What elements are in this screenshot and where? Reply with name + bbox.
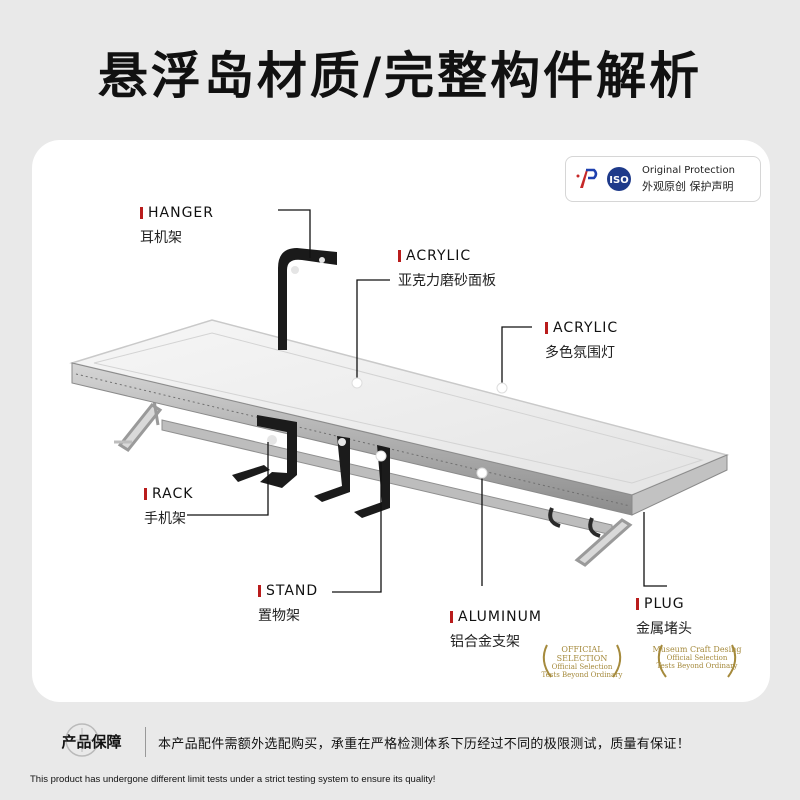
label-stand: STAND 置物架 — [258, 583, 319, 624]
label-plug: PLUG 金属堵头 — [636, 596, 692, 637]
page-title: 悬浮岛材质/完整构件解析 — [97, 47, 703, 105]
award-subtitle: Tests Beyond Ordinary — [541, 671, 623, 679]
ornament-icon — [65, 723, 99, 757]
iso-logo-icon: ISO — [607, 167, 631, 191]
label-acrylic-panel: ACRYLIC 亚克力磨砂面板 — [398, 248, 496, 289]
label-aluminum: ALUMINUM 铝合金支架 — [450, 609, 542, 650]
award-subtitle: Tests Beyond Ordinary — [656, 662, 738, 670]
iso-text: ISO — [609, 175, 628, 186]
label-hanger: HANGER 耳机架 — [140, 205, 214, 246]
headphone-hanger — [278, 248, 337, 350]
right-bracket — [548, 507, 633, 567]
guarantee-label: 产品保障 — [38, 727, 146, 757]
award-badge-2: Museum Craft Desing Official Selection T… — [652, 644, 742, 678]
shelf-illustration — [69, 209, 730, 593]
laurel-icon — [542, 644, 622, 678]
label-rack: RACK 手机架 — [144, 486, 194, 527]
acrylic-panel — [69, 319, 730, 496]
product-card: OFFICIAL SELECTION Official Selection Te… — [32, 140, 770, 702]
guarantee-band: 产品保障 本产品配件需额外选配购买，承重在严格检测体系下历经过不同的极限测试，质… — [32, 716, 770, 768]
award-title: Museum Craft Desing — [652, 645, 742, 654]
footnote: This product has undergone different lim… — [30, 774, 436, 785]
leader-lines — [187, 209, 667, 593]
award-title: OFFICIAL SELECTION — [556, 645, 608, 663]
laurel-icon — [657, 644, 737, 678]
badge-line-en: Original Protection — [642, 164, 735, 176]
phone-rack — [232, 415, 297, 488]
label-acrylic-light: ACRYLIC 多色氛围灯 — [545, 320, 619, 361]
badge-line-zh: 外观原创 保护声明 — [642, 179, 734, 193]
left-bracket — [114, 399, 163, 452]
award-subtitle: Official Selection — [551, 663, 613, 671]
guarantee-text: 本产品配件需额外选配购买，承重在严格检测体系下历经过不同的极限测试，质量有保证！ — [158, 736, 691, 752]
award-badge-1: OFFICIAL SELECTION Official Selection Te… — [537, 644, 627, 679]
patent-logo-icon — [576, 168, 598, 188]
award-subtitle: Official Selection — [666, 654, 728, 662]
original-protection-badge: ISO Original Protection 外观原创 保护声明 — [565, 156, 761, 202]
